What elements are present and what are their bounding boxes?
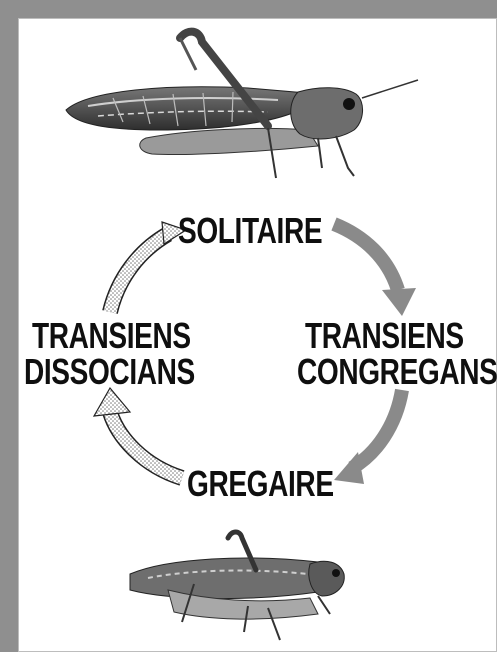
phase-label-transiens-dissocians-line1: TRANSIENS <box>32 318 191 354</box>
phase-label-transiens-congregans-line1: TRANSIENS <box>305 318 464 354</box>
solitary-locust-icon <box>66 32 418 178</box>
phase-label-transiens-congregans-line2: CONGREGANS <box>297 354 497 390</box>
figure-panel: SOLITAIRE TRANSIENS CONGREGANS GREGAIRE … <box>18 18 497 652</box>
phase-label-transiens-dissocians-line2: DISSOCIANS <box>24 354 195 390</box>
arrow-solitaire-to-congregans <box>334 224 416 316</box>
arrow-dissocians-to-solitaire <box>110 222 186 312</box>
arrow-congregans-to-gregaire <box>334 390 402 484</box>
arrow-gregaire-to-dissocians <box>94 388 182 478</box>
phase-label-solitaire: SOLITAIRE <box>178 213 322 249</box>
gregarious-locust-icon <box>130 532 344 640</box>
phase-label-gregaire: GREGAIRE <box>187 466 334 502</box>
